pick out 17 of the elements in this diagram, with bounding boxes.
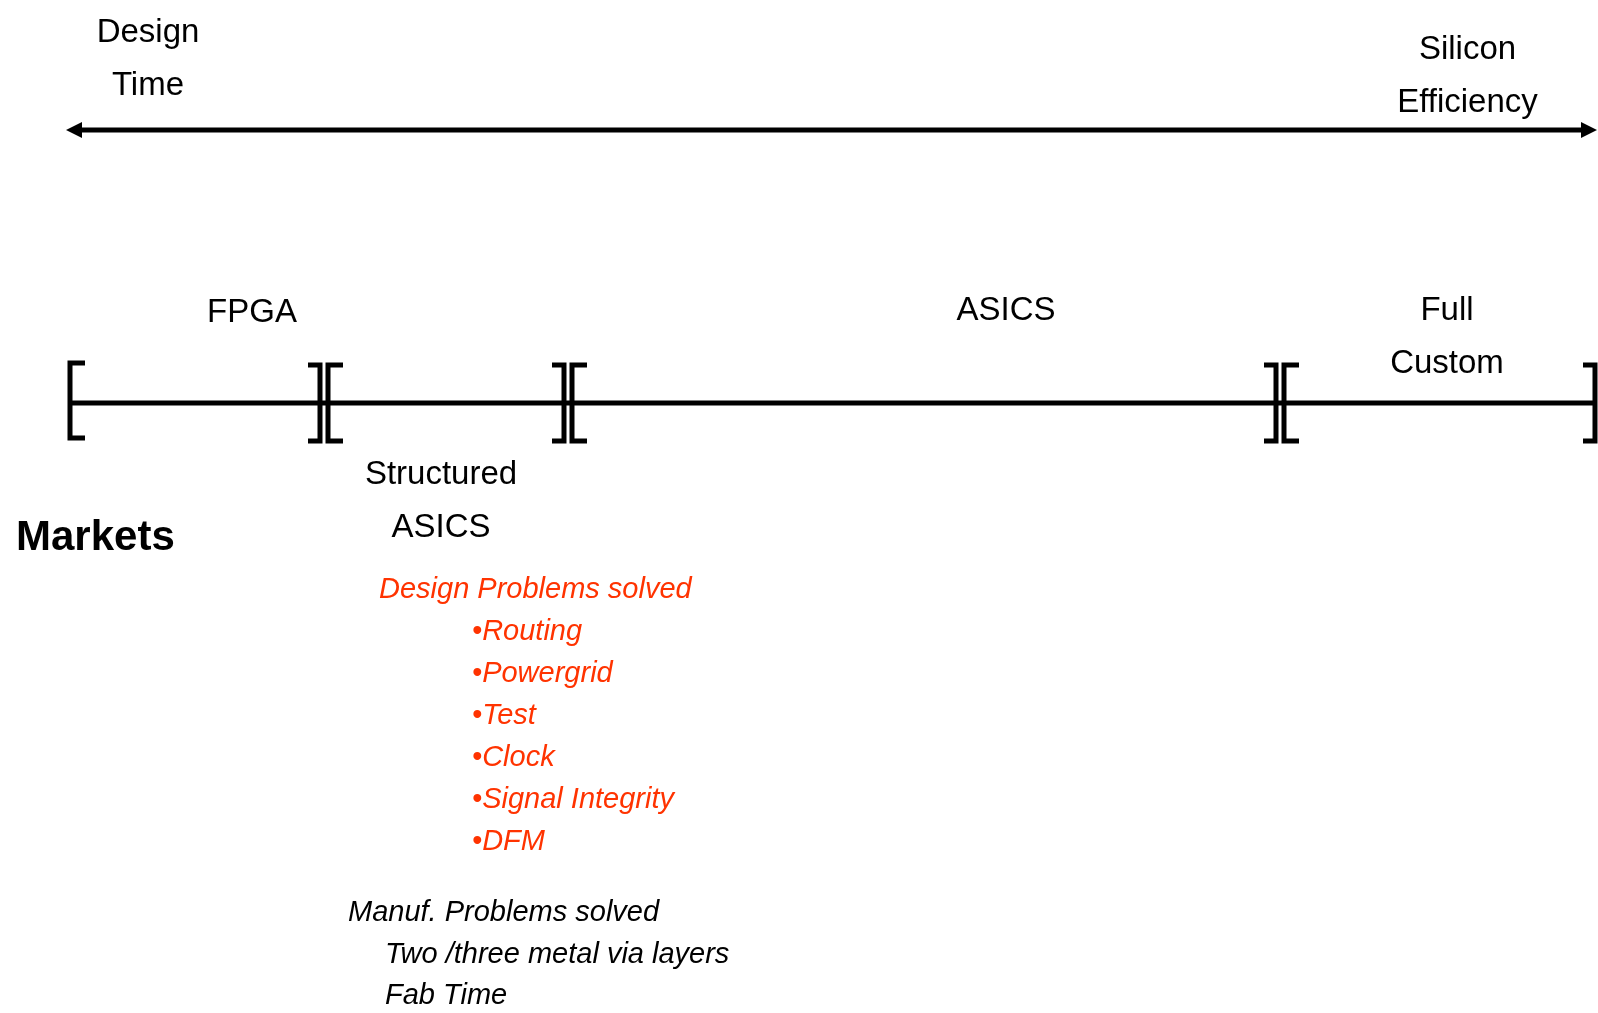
segment-label: ASICS	[955, 289, 1057, 329]
list-heading: Design Problems solved	[379, 571, 692, 606]
segment-label: Structured ASICS	[363, 453, 519, 546]
segment-label: Full Custom	[1389, 289, 1505, 382]
list-item: •Powergrid	[472, 655, 613, 690]
list-item: Fab Time	[385, 977, 508, 1012]
list-item: •DFM	[472, 823, 545, 858]
axis-end-label: Design Time	[95, 11, 201, 104]
segment-label: FPGA	[206, 291, 298, 331]
list-item: •Signal Integrity	[472, 781, 674, 816]
list-item: Two /three metal via layers	[385, 936, 730, 971]
list-item: •Clock	[472, 739, 555, 774]
axis-end-label: Silicon Efficiency	[1396, 28, 1539, 121]
list-heading: Manuf. Problems solved	[348, 894, 660, 929]
list-item: •Routing	[472, 613, 583, 648]
section-heading: Markets	[16, 511, 175, 561]
list-item: •Test	[472, 697, 536, 732]
